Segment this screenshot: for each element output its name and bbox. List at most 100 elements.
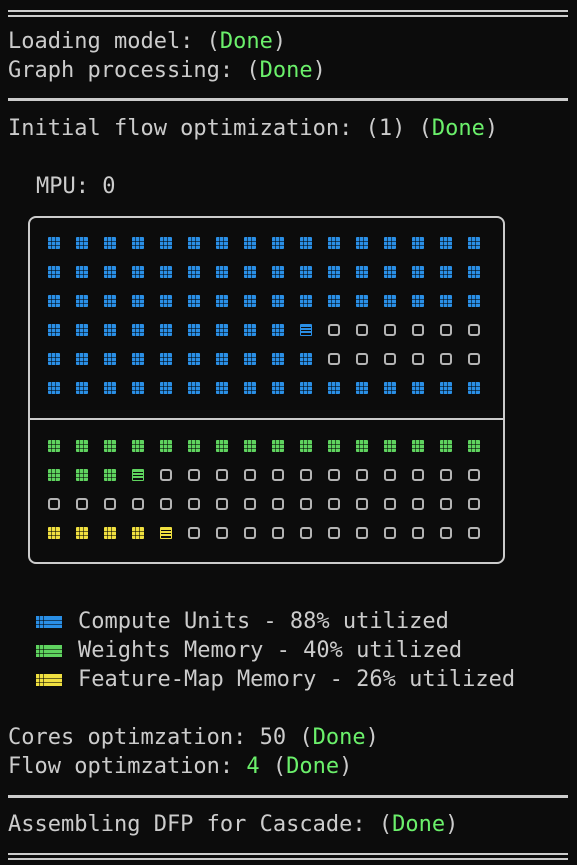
mpu-grid-row [48, 324, 480, 338]
compute-units-icon [36, 615, 62, 628]
mpu-cell-used [272, 237, 284, 249]
mpu-cell-free [244, 527, 256, 539]
mpu-cell-free [356, 469, 368, 481]
mpu-cell-used [328, 295, 340, 307]
mpu-cell-used [384, 382, 396, 394]
mpu-cell-free [412, 353, 424, 365]
mpu-cell-used [76, 527, 88, 539]
legend-label: Feature-Map Memory - 26% utilized [78, 667, 516, 692]
mpu-cell-free [384, 353, 396, 365]
mpu-cell-free [48, 498, 60, 510]
mpu-cell-used [440, 295, 452, 307]
mpu-cell-used [132, 440, 144, 452]
mpu-grid-row [48, 440, 480, 454]
mpu-cell-used [76, 237, 88, 249]
mpu-cell-used [48, 266, 60, 278]
mpu-cell-free [132, 498, 144, 510]
cores-optimization-label: Cores optimzation: 50 ( [8, 725, 313, 750]
top-double-rule [8, 10, 568, 17]
flow-optimization-line: Flow optimzation: 4 (Done) [8, 752, 352, 781]
mpu-cell-used [244, 295, 256, 307]
mpu-cell-used [160, 382, 172, 394]
mpu-cell-used [104, 469, 116, 481]
mpu-cell-used [48, 353, 60, 365]
mpu-cell-free [244, 498, 256, 510]
mpu-cell-used [104, 295, 116, 307]
mpu-cell-used [76, 469, 88, 481]
mpu-cell-free [188, 527, 200, 539]
mpu-cell-used [216, 382, 228, 394]
mpu-cell-used [48, 469, 60, 481]
mpu-cell-used [272, 382, 284, 394]
mpu-cell-used [132, 237, 144, 249]
mpu-cell-used [328, 237, 340, 249]
mpu-label: MPU: 0 [36, 174, 116, 199]
mpu-cell-used [412, 295, 424, 307]
legend-item: Compute Units - 88% utilized [36, 607, 449, 636]
flow-optimization-value: 4 [246, 754, 260, 779]
mpu-grid-row [48, 498, 480, 512]
mpu-cell-free [412, 527, 424, 539]
mpu-cell-used [300, 266, 312, 278]
mpu-cell-used [160, 353, 172, 365]
mpu-cell-used [188, 324, 200, 336]
mpu-cell-used [300, 440, 312, 452]
mpu-cell-used [132, 527, 144, 539]
mpu-cell-used [328, 266, 340, 278]
mpu-cell-used [412, 440, 424, 452]
mpu-cell-free [468, 353, 480, 365]
graph-processing-label: Graph processing: ( [8, 58, 260, 83]
paren: ) [484, 116, 499, 141]
mpu-cell-used [328, 382, 340, 394]
mpu-cell-used [356, 237, 368, 249]
mpu-cell-used [412, 237, 424, 249]
paren: ) [445, 812, 459, 837]
mpu-cell-free [272, 527, 284, 539]
mpu-cell-used [244, 237, 256, 249]
mpu-cell-used [272, 353, 284, 365]
mpu-cell-used [104, 382, 116, 394]
mpu-cell-used [76, 382, 88, 394]
mpu-cell-free [300, 498, 312, 510]
mpu-cell-free [412, 498, 424, 510]
mpu-cell-used [48, 237, 60, 249]
mpu-cell-used [356, 382, 368, 394]
mpu-cell-free [104, 498, 116, 510]
legend-item: Feature-Map Memory - 26% utilized [36, 665, 515, 694]
mpu-cell-free [328, 527, 340, 539]
mpu-cell-partial [300, 324, 312, 336]
mpu-cell-free [468, 498, 480, 510]
graph-processing-status: Done [259, 58, 313, 83]
paren: ) [312, 58, 326, 83]
assembling-dfp-label: Assembling DFP for Cascade: ( [8, 812, 393, 837]
mpu-grid-row [48, 469, 480, 483]
mpu-cell-used [328, 440, 340, 452]
mpu-grid-frame [28, 216, 505, 564]
feature-map-memory-icon [36, 673, 62, 686]
mpu-cell-free [216, 527, 228, 539]
mpu-cell-used [76, 266, 88, 278]
mpu-cell-used [440, 266, 452, 278]
mpu-cell-used [132, 295, 144, 307]
mpu-cell-used [132, 382, 144, 394]
mpu-cell-used [440, 237, 452, 249]
initial-flow-label: Initial flow optimization: (1) ( [8, 116, 432, 141]
mpu-cell-free [188, 469, 200, 481]
mpu-cell-free [468, 527, 480, 539]
mpu-cell-used [160, 440, 172, 452]
mpu-cell-used [104, 440, 116, 452]
mpu-cell-free [412, 324, 424, 336]
mpu-cell-used [48, 382, 60, 394]
mpu-cell-free [384, 498, 396, 510]
mpu-cell-used [132, 324, 144, 336]
mpu-cell-used [104, 237, 116, 249]
mpu-cell-free [328, 324, 340, 336]
graph-processing-line: Graph processing: (Done) [8, 56, 326, 85]
mpu-cell-used [104, 266, 116, 278]
mpu-cell-used [468, 237, 480, 249]
mpu-cell-used [384, 295, 396, 307]
mpu-cell-free [440, 353, 452, 365]
mpu-cell-free [328, 353, 340, 365]
mpu-cell-used [356, 266, 368, 278]
mpu-cell-free [76, 498, 88, 510]
